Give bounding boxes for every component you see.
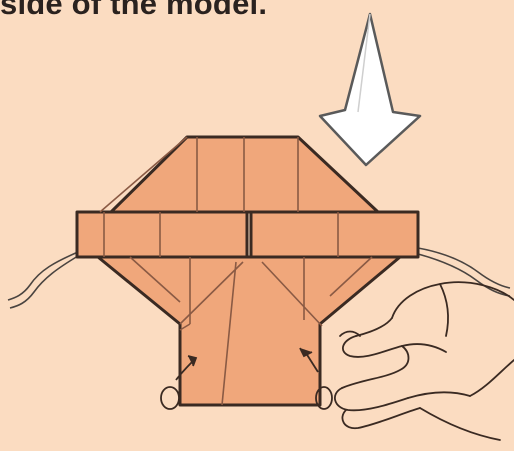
hand-icon <box>335 282 514 440</box>
model-band-left <box>77 212 247 257</box>
origami-model <box>77 137 418 405</box>
down-arrow-icon <box>320 14 420 165</box>
left-string <box>8 252 78 308</box>
model-band-right <box>251 212 418 257</box>
